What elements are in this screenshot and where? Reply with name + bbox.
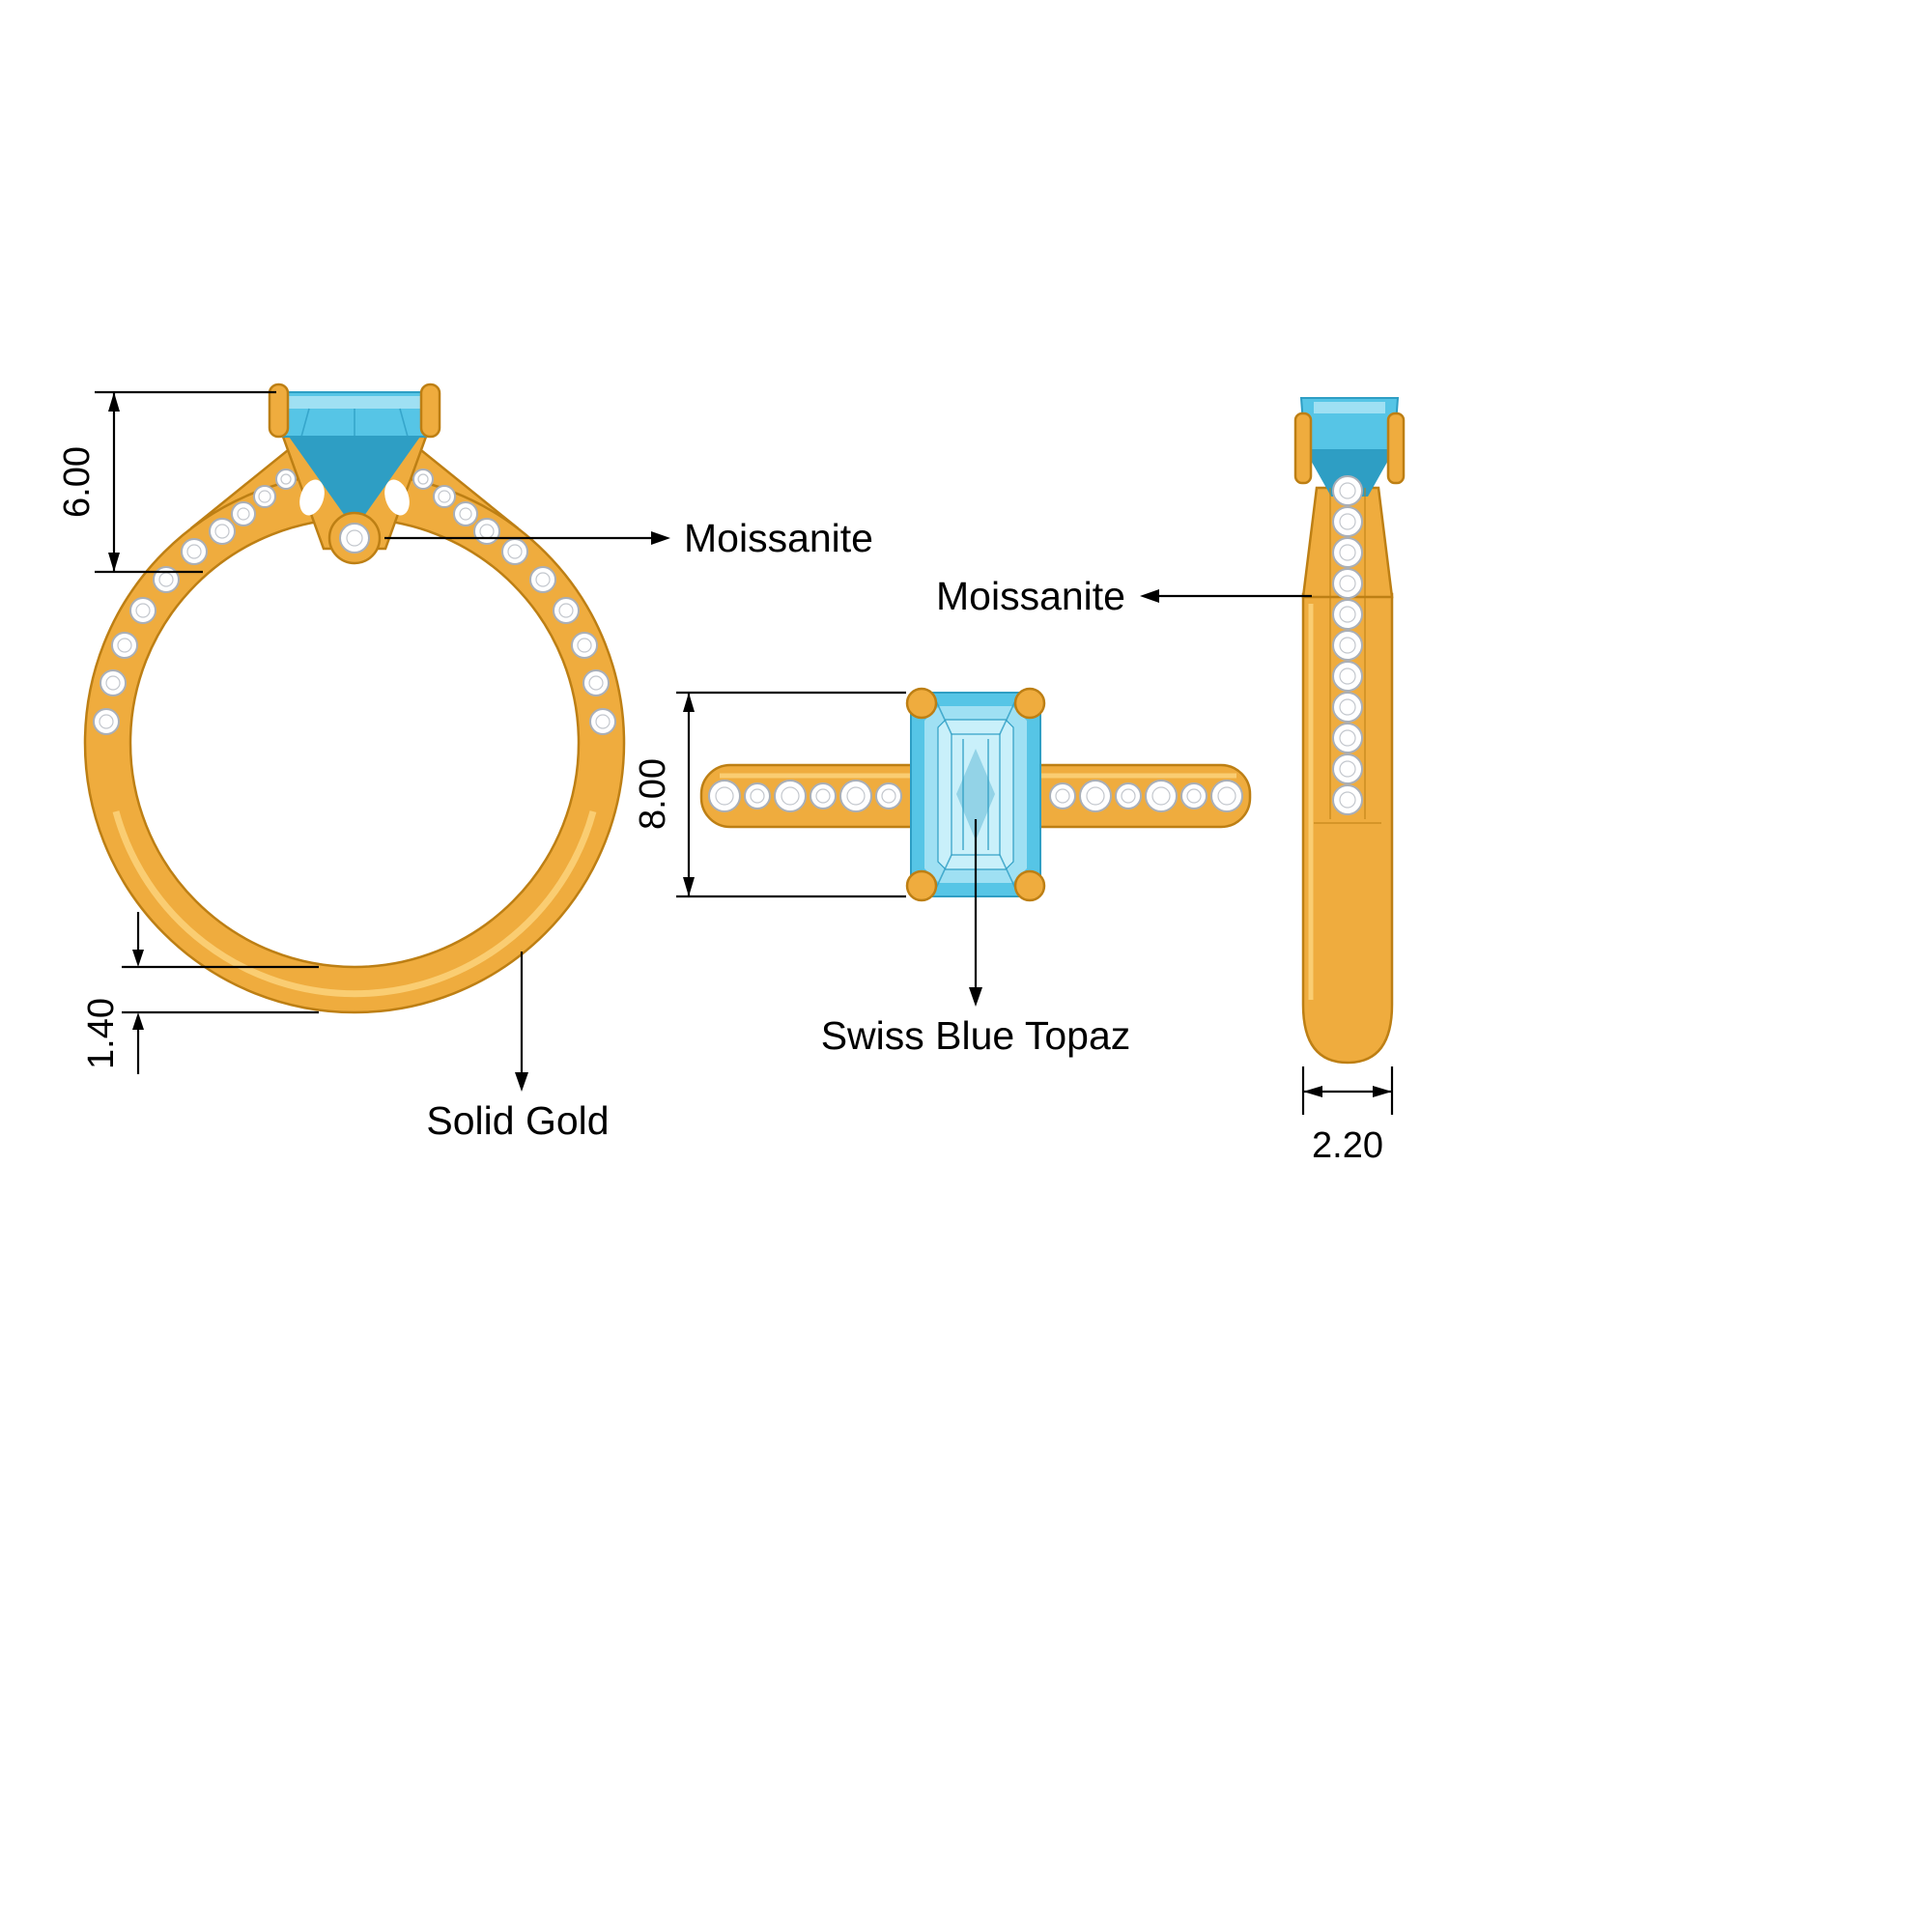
topaz-pavilion-front: [289, 437, 420, 529]
dimension-band-width: 2.20: [1301, 1066, 1394, 1166]
dim-head-height-value: 6.00: [57, 446, 98, 518]
dim-stone-length-value: 8.00: [633, 758, 673, 830]
topaz-stone-front: [271, 391, 438, 438]
dimension-stone-length: 8.00: [633, 691, 906, 898]
side-view-ring: [1293, 397, 1406, 1065]
ring-band: [83, 471, 626, 1014]
dimension-band-thickness: 1.40: [81, 912, 319, 1074]
callout-swiss-blue-topaz: Swiss Blue Topaz: [821, 819, 1131, 1058]
pave-stones-face: [708, 780, 1243, 812]
callout-moissanite-right: Moissanite: [936, 574, 1312, 618]
prongs-face: [905, 687, 1046, 902]
band-side: [1301, 592, 1394, 1065]
topaz-stone-side: [1299, 397, 1400, 497]
setting-basket: [281, 435, 428, 551]
prongs-side: [1293, 412, 1406, 485]
callout-solid-gold: Solid Gold: [426, 952, 610, 1143]
prongs-front: [268, 383, 441, 439]
pave-stones-front: [93, 469, 616, 735]
solid-gold-label: Solid Gold: [426, 1098, 609, 1143]
dim-band-width-value: 2.20: [1312, 1125, 1383, 1166]
pave-stones-side: [1314, 475, 1381, 824]
dimension-head-height: 6.00: [57, 390, 276, 574]
swiss-blue-topaz-label: Swiss Blue Topaz: [821, 1013, 1131, 1058]
front-view-ring: [83, 383, 626, 1014]
moissanite-left-label: Moissanite: [684, 516, 873, 560]
dim-band-thickness-value: 1.40: [81, 998, 122, 1069]
moissanite-bezel: [327, 511, 382, 565]
moissanite-right-label: Moissanite: [936, 574, 1125, 618]
callout-moissanite-left: Moissanite: [384, 516, 873, 560]
